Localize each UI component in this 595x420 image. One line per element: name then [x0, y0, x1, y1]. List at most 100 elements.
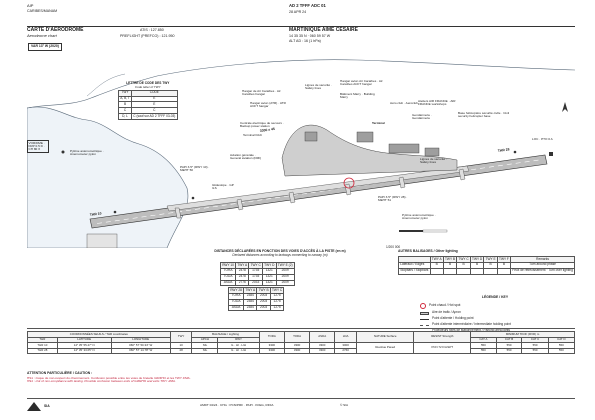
table-cell: THR 28 [27, 347, 58, 355]
caution-section: ATTENTION PARTICULIÈRE / CAUTION : HS1 :… [27, 371, 575, 384]
vor-dme-marker [61, 150, 65, 154]
alt-ad: ALT AD : 16 (1 hPa) [289, 39, 321, 43]
label-terminal: Terminal [372, 121, 385, 125]
intermediate-hold-icon [420, 324, 429, 326]
table-cell: 550 [521, 347, 549, 355]
legend-label: Projecteurs fixes de stationnement / Par… [432, 328, 510, 333]
label-airfrance: Ateliers AIR FRANCE · AIR FRANCE worksho… [418, 99, 456, 107]
declared-title-fr: DISTANCES DÉCLARÉES EN FONCTION DES VOIE… [214, 249, 346, 253]
papi-28-marker [513, 150, 517, 154]
legend-item-intermediate: Point d'attente intermédiaire / Intermed… [420, 323, 570, 327]
gendarmerie-building [424, 147, 440, 157]
label-aviation: Aviation générale · General aviation (DM… [230, 153, 262, 161]
table-cell [456, 267, 471, 275]
aerodrome-map [27, 59, 575, 248]
code-table-title: LETTRE DE CODE DES TWY [126, 81, 170, 85]
table-cell [429, 267, 444, 275]
table-header: TWY [169, 330, 193, 344]
ais-region: CARIBES/MANAM [27, 9, 58, 13]
hot-spot-icon [420, 302, 426, 309]
code-letter-table-box: LETTRE DE CODE DES TWY Code letter of TW… [117, 81, 178, 120]
terminal-building [388, 143, 420, 154]
table-cell: 3300 [258, 347, 285, 355]
table-cell: 2384 [243, 304, 258, 312]
label-gendarmerie: Gendarmerie · Gendarmerie [412, 113, 432, 121]
table-cell: 550 [495, 347, 523, 355]
table-cell: Stopbars / Stopbars [398, 267, 431, 275]
table-header: TORA [258, 330, 285, 344]
hot-spot-hs1 [343, 177, 355, 189]
section-rule [27, 328, 575, 329]
prefilght-freq: PREFLIGHT (PREFCO) : 121.950 [120, 34, 175, 38]
runway-characteristics-table: COORDONNÉES SEUILS / THR coordinates TWY… [27, 330, 576, 355]
legend-label: Aire de trafic / Apron [432, 310, 461, 315]
label-batiment: Bâtiment Marry · Building Marry [340, 92, 375, 100]
code-table-subtitle: Code letter of TWY [135, 84, 161, 89]
sia-logo-icon [27, 402, 41, 411]
papi-10-marker [113, 210, 117, 214]
parallel-taxiway [166, 165, 470, 212]
label-hangar3: Hangar avion Air Caraïbes · Air Caraïbes… [340, 79, 383, 87]
caution-title: ATTENTION PARTICULIÈRE / CAUTION : [27, 371, 93, 375]
amdt-date: 28 APR 24 [289, 10, 307, 14]
footer-amdt: AMDT 04/24 · CHG : PCN/PRF · PAPI · KFEG… [200, 403, 274, 407]
footer-org: SIA [27, 402, 50, 411]
table-cell: 550 [547, 347, 576, 355]
table-cell: ASDA [227, 304, 245, 312]
title-fr: CARTE D'AÉRODROME [27, 27, 84, 33]
other-lighting-table: TWY A TWY B TWY C TWY D TWY E TWY F Rema… [398, 256, 576, 275]
legend-title: LÉGENDE / KEY [481, 295, 509, 299]
table-cell: 1275 [269, 304, 285, 312]
label-pylone1: Pylône anémométrique · Anemometer pylon [70, 149, 104, 157]
table-cell: 060° 57' 14.78" W [110, 347, 171, 355]
table-cell [469, 267, 485, 275]
coords: 14 35 35 N · 060 59 57 W [289, 34, 331, 38]
label-securite: Centrale électrique de secours · Backup … [240, 121, 284, 129]
ais-label: AIP [27, 3, 34, 8]
table-cell: Revêtue Paved [356, 342, 415, 355]
table-cell: D, L [117, 113, 133, 120]
magnetic-variation: VAR 13° W (2020) [28, 43, 62, 51]
legend-item-apron: Aire de trafic / Apron [420, 311, 570, 315]
table-cell: PCN 72 F/A/W/T [413, 342, 472, 355]
label-aeroclub: Aéro club · Aeroclub [390, 101, 418, 105]
north-arrow-icon [562, 102, 568, 112]
table-cell: ASDA [219, 279, 237, 287]
table-cell: 2760 [334, 347, 358, 355]
table-cell: 3300 [309, 347, 336, 355]
holding-point-icon [420, 318, 429, 320]
aeroclub-building [304, 131, 318, 142]
hangar-building [356, 131, 374, 143]
table-cell: 550 [470, 347, 497, 355]
table-cell: C (sauf sur AD 2 TFFF 03-03) [131, 113, 178, 120]
scale-bar [399, 229, 448, 233]
table-cell: 2003 [256, 304, 271, 312]
label-pylone2: Pylône anémométrique · Anemometer pylon [402, 213, 436, 221]
footer-page: © SIA [340, 403, 349, 407]
table-cell: 2776 [235, 279, 250, 287]
loc-marker [549, 152, 553, 156]
coastline-detail [86, 73, 126, 97]
label-terminal-dgac: Terminal DAC [243, 133, 263, 137]
map-scale-label: 1/200 000 [386, 245, 401, 249]
table-header: NATURE Surface [356, 330, 415, 344]
caution-hs1-en: HS1 : risk of non-compliance with taxiin… [27, 379, 176, 384]
label-hangar2: Hangar avion (ATR) · ATR ACFT hangar [250, 101, 286, 109]
lighting-title: AUTRES BALISAGES / Other lighting [398, 249, 458, 253]
declared-title-en: Declared distances according to taxiways… [232, 252, 328, 257]
table-row: THR 28 14° 35' 33.65" N 060° 57' 14.78" … [27, 347, 576, 355]
table-cell: 14° 35' 33.65" N [56, 347, 112, 355]
table-cell [483, 267, 498, 275]
legend-label: Point chaud / Hot spot [429, 303, 461, 308]
atis-freq: ATIS : 127.850 [140, 28, 164, 32]
table-cell [442, 267, 458, 275]
legend-box: LÉGENDE / KEY Point chaud / Hot spot Air… [420, 295, 570, 336]
table-header: TODA [283, 330, 311, 344]
label-papi2: PAPI 3.5° (RWY 28) · MEHT 51 [378, 195, 408, 203]
label-vor: VOR/DME · FRP 0.5 D · CH 80 X [27, 140, 49, 154]
footer-org-label: SIA [44, 403, 50, 408]
table-cell: 3300 [283, 347, 311, 355]
